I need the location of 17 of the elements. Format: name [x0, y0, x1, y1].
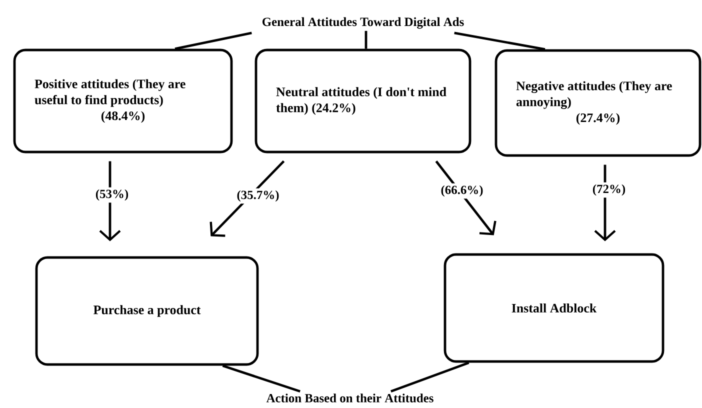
title-text: General Attitudes Toward Digital Ads: [262, 17, 464, 29]
attitude-box: Neutral attitudes (I don't mind them) (24.2%): [254, 48, 472, 154]
caption-text: Action Based on their Attitudes: [266, 394, 434, 402]
attitude-box: Positive attitudes (They are useful to find products) (48.4%): [13, 48, 233, 154]
edge-label: (35.7%): [234, 188, 282, 204]
connector-line: [222, 364, 300, 393]
edge-label: (72%): [590, 182, 628, 198]
connector-line: [174, 32, 252, 50]
connector-line: [454, 32, 546, 50]
connector-line: [364, 30, 368, 49]
action-box: Purchase a product: [35, 256, 259, 366]
edge-label: (53%): [93, 187, 131, 203]
connector-line: [390, 362, 470, 393]
edge-label: (66.6%): [438, 183, 486, 199]
attitude-box: Negative attitudes (They are annoying) (27.4%): [494, 49, 702, 157]
action-box: Install Adblock: [444, 253, 664, 363]
arrow: [594, 164, 616, 242]
